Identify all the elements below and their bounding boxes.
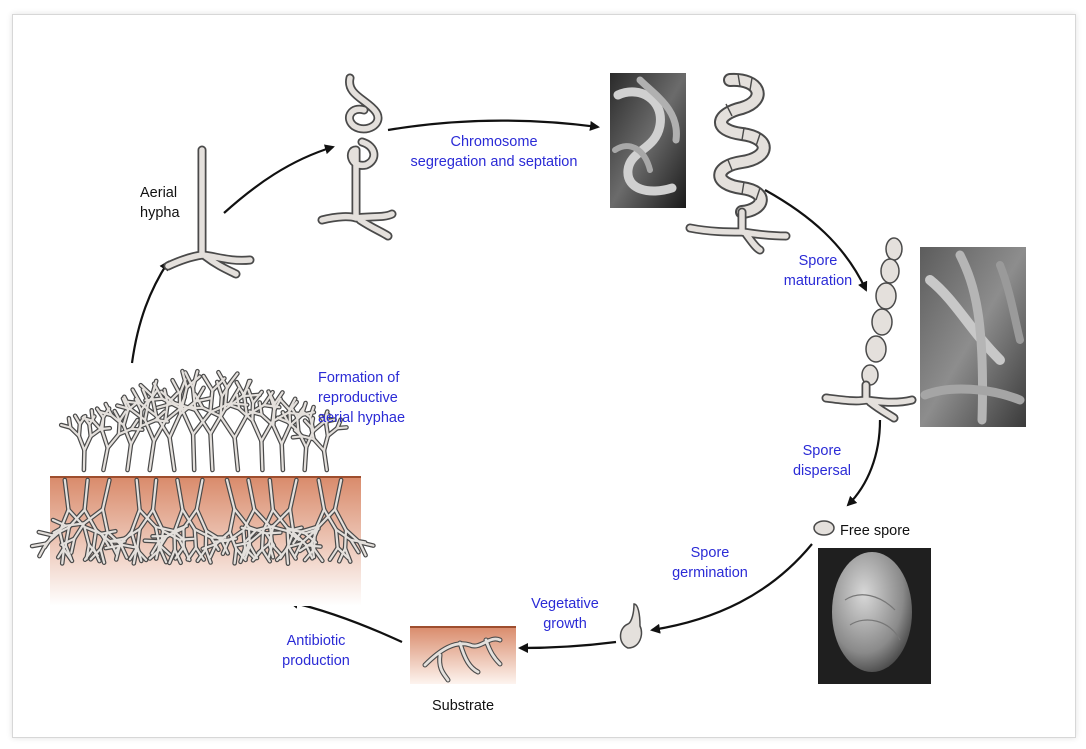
label-aerial-hypha-line2: hypha	[140, 205, 180, 221]
arrow-to-aerial-hypha	[132, 262, 168, 363]
colony-hypha-branch-inner	[314, 439, 324, 450]
label-vegetative-growth-line1: Vegetative	[531, 596, 599, 612]
label-spore-maturation-line1: Spore	[799, 253, 838, 269]
colony-hypha-branch-inner	[261, 441, 262, 470]
label-antibiotic-production: Antibiotic production	[282, 633, 350, 669]
colony-illustration	[32, 371, 373, 606]
colony-hypha-branch-inner	[221, 416, 235, 437]
colony-hypha-branch-inner	[221, 397, 222, 417]
arrow-spore-dispersal	[848, 420, 880, 505]
colony-hypha-branch-inner	[214, 541, 228, 542]
colony-hypha-branch-inner	[273, 426, 281, 445]
colony-hypha-branch-inner	[235, 415, 247, 437]
label-spore-germination-line2: germination	[672, 565, 748, 581]
colony-hypha-branch-inner	[182, 409, 194, 435]
label-vegetative-growth-line2: growth	[543, 616, 587, 632]
colony-hypha-branch-inner	[297, 417, 298, 431]
colony-hypha-branch-inner	[84, 450, 85, 470]
arrow-spore-germination	[652, 544, 812, 630]
label-vegetative-growth: Vegetative growth	[531, 596, 599, 632]
sem-micrograph-spore-chains	[920, 247, 1026, 427]
label-formation-line1: Formation of	[318, 370, 400, 386]
sem-micrograph-free-spore	[818, 548, 931, 684]
label-formation-aerial-hyphae: Formation of reproductive aerial hyphae	[318, 370, 405, 426]
colony-hypha-branch-inner	[195, 530, 196, 548]
colony-hypha-branch-inner	[79, 424, 80, 436]
free-spore-illustration	[814, 521, 834, 535]
label-aerial-hypha: Aerial hypha	[140, 185, 180, 221]
label-antibiotic-line2: production	[282, 653, 350, 669]
colony-hypha-branch-inner	[252, 420, 261, 441]
label-free-spore: Free spore	[840, 523, 910, 539]
label-antibiotic-line1: Antibiotic	[287, 633, 346, 649]
aerial-hypha-illustration	[168, 150, 250, 274]
label-spore-germination-line1: Spore	[691, 545, 730, 561]
colony-hypha-branch-inner	[69, 418, 70, 427]
colony-hypha-branch-inner	[287, 530, 301, 531]
colony-hypha-branch-inner	[337, 427, 346, 428]
colony-hypha-branch-inner	[282, 426, 290, 445]
label-aerial-hypha-line1: Aerial	[140, 185, 177, 201]
arrow-chromosome-segregation	[388, 121, 598, 130]
colony-hypha-branch-inner	[193, 434, 194, 470]
coiling-hypha-illustration	[322, 78, 392, 236]
colony-hypha-branch-inner	[262, 531, 263, 549]
arrow-vegetative-growth	[520, 642, 616, 648]
colony-hypha-branch-inner	[102, 417, 103, 431]
label-substrate: Substrate	[432, 698, 494, 714]
label-spore-dispersal: Spore dispersal	[793, 443, 851, 479]
label-spore-dispersal-line2: dispersal	[793, 463, 851, 479]
label-spore-maturation: Spore maturation	[784, 253, 853, 289]
label-formation-line2: reproductive	[318, 390, 398, 406]
colony-hypha-branch-inner	[287, 550, 288, 564]
colony-hypha-branch-inner	[108, 434, 119, 448]
arrow-to-coiling-hypha	[224, 147, 333, 213]
sem-micrograph-septation	[610, 73, 686, 208]
substrate-illustration	[410, 626, 516, 684]
label-chromosome-line2: segregation and septation	[411, 154, 578, 170]
colony-hypha-branch-inner	[179, 539, 193, 540]
colony-hypha-branch-inner	[345, 530, 346, 548]
label-formation-line3: aerial hyphae	[318, 410, 405, 426]
label-spore-maturation-line2: maturation	[784, 273, 853, 289]
colony-hypha-branch-inner	[266, 533, 280, 534]
spore-chain-illustration	[826, 238, 912, 418]
colony-hypha-branch-inner	[282, 444, 283, 470]
septated-spiral-illustration	[690, 74, 786, 250]
germinating-spore-illustration	[621, 604, 642, 648]
label-spore-dispersal-line1: Spore	[803, 443, 842, 459]
colony-hypha-branch-inner	[89, 424, 90, 436]
label-chromosome-segregation: Chromosome segregation and septation	[411, 134, 578, 170]
label-chromosome-line1: Chromosome	[450, 134, 537, 150]
label-spore-germination: Spore germination	[672, 545, 748, 581]
colony-hypha-branch-inner	[145, 541, 159, 542]
colony-hypha-branch-inner	[305, 447, 307, 470]
colony-hypha-branch-inner	[132, 429, 143, 430]
colony-hypha-branch-inner	[92, 410, 93, 421]
colony-hypha-branch-inner	[273, 410, 274, 426]
